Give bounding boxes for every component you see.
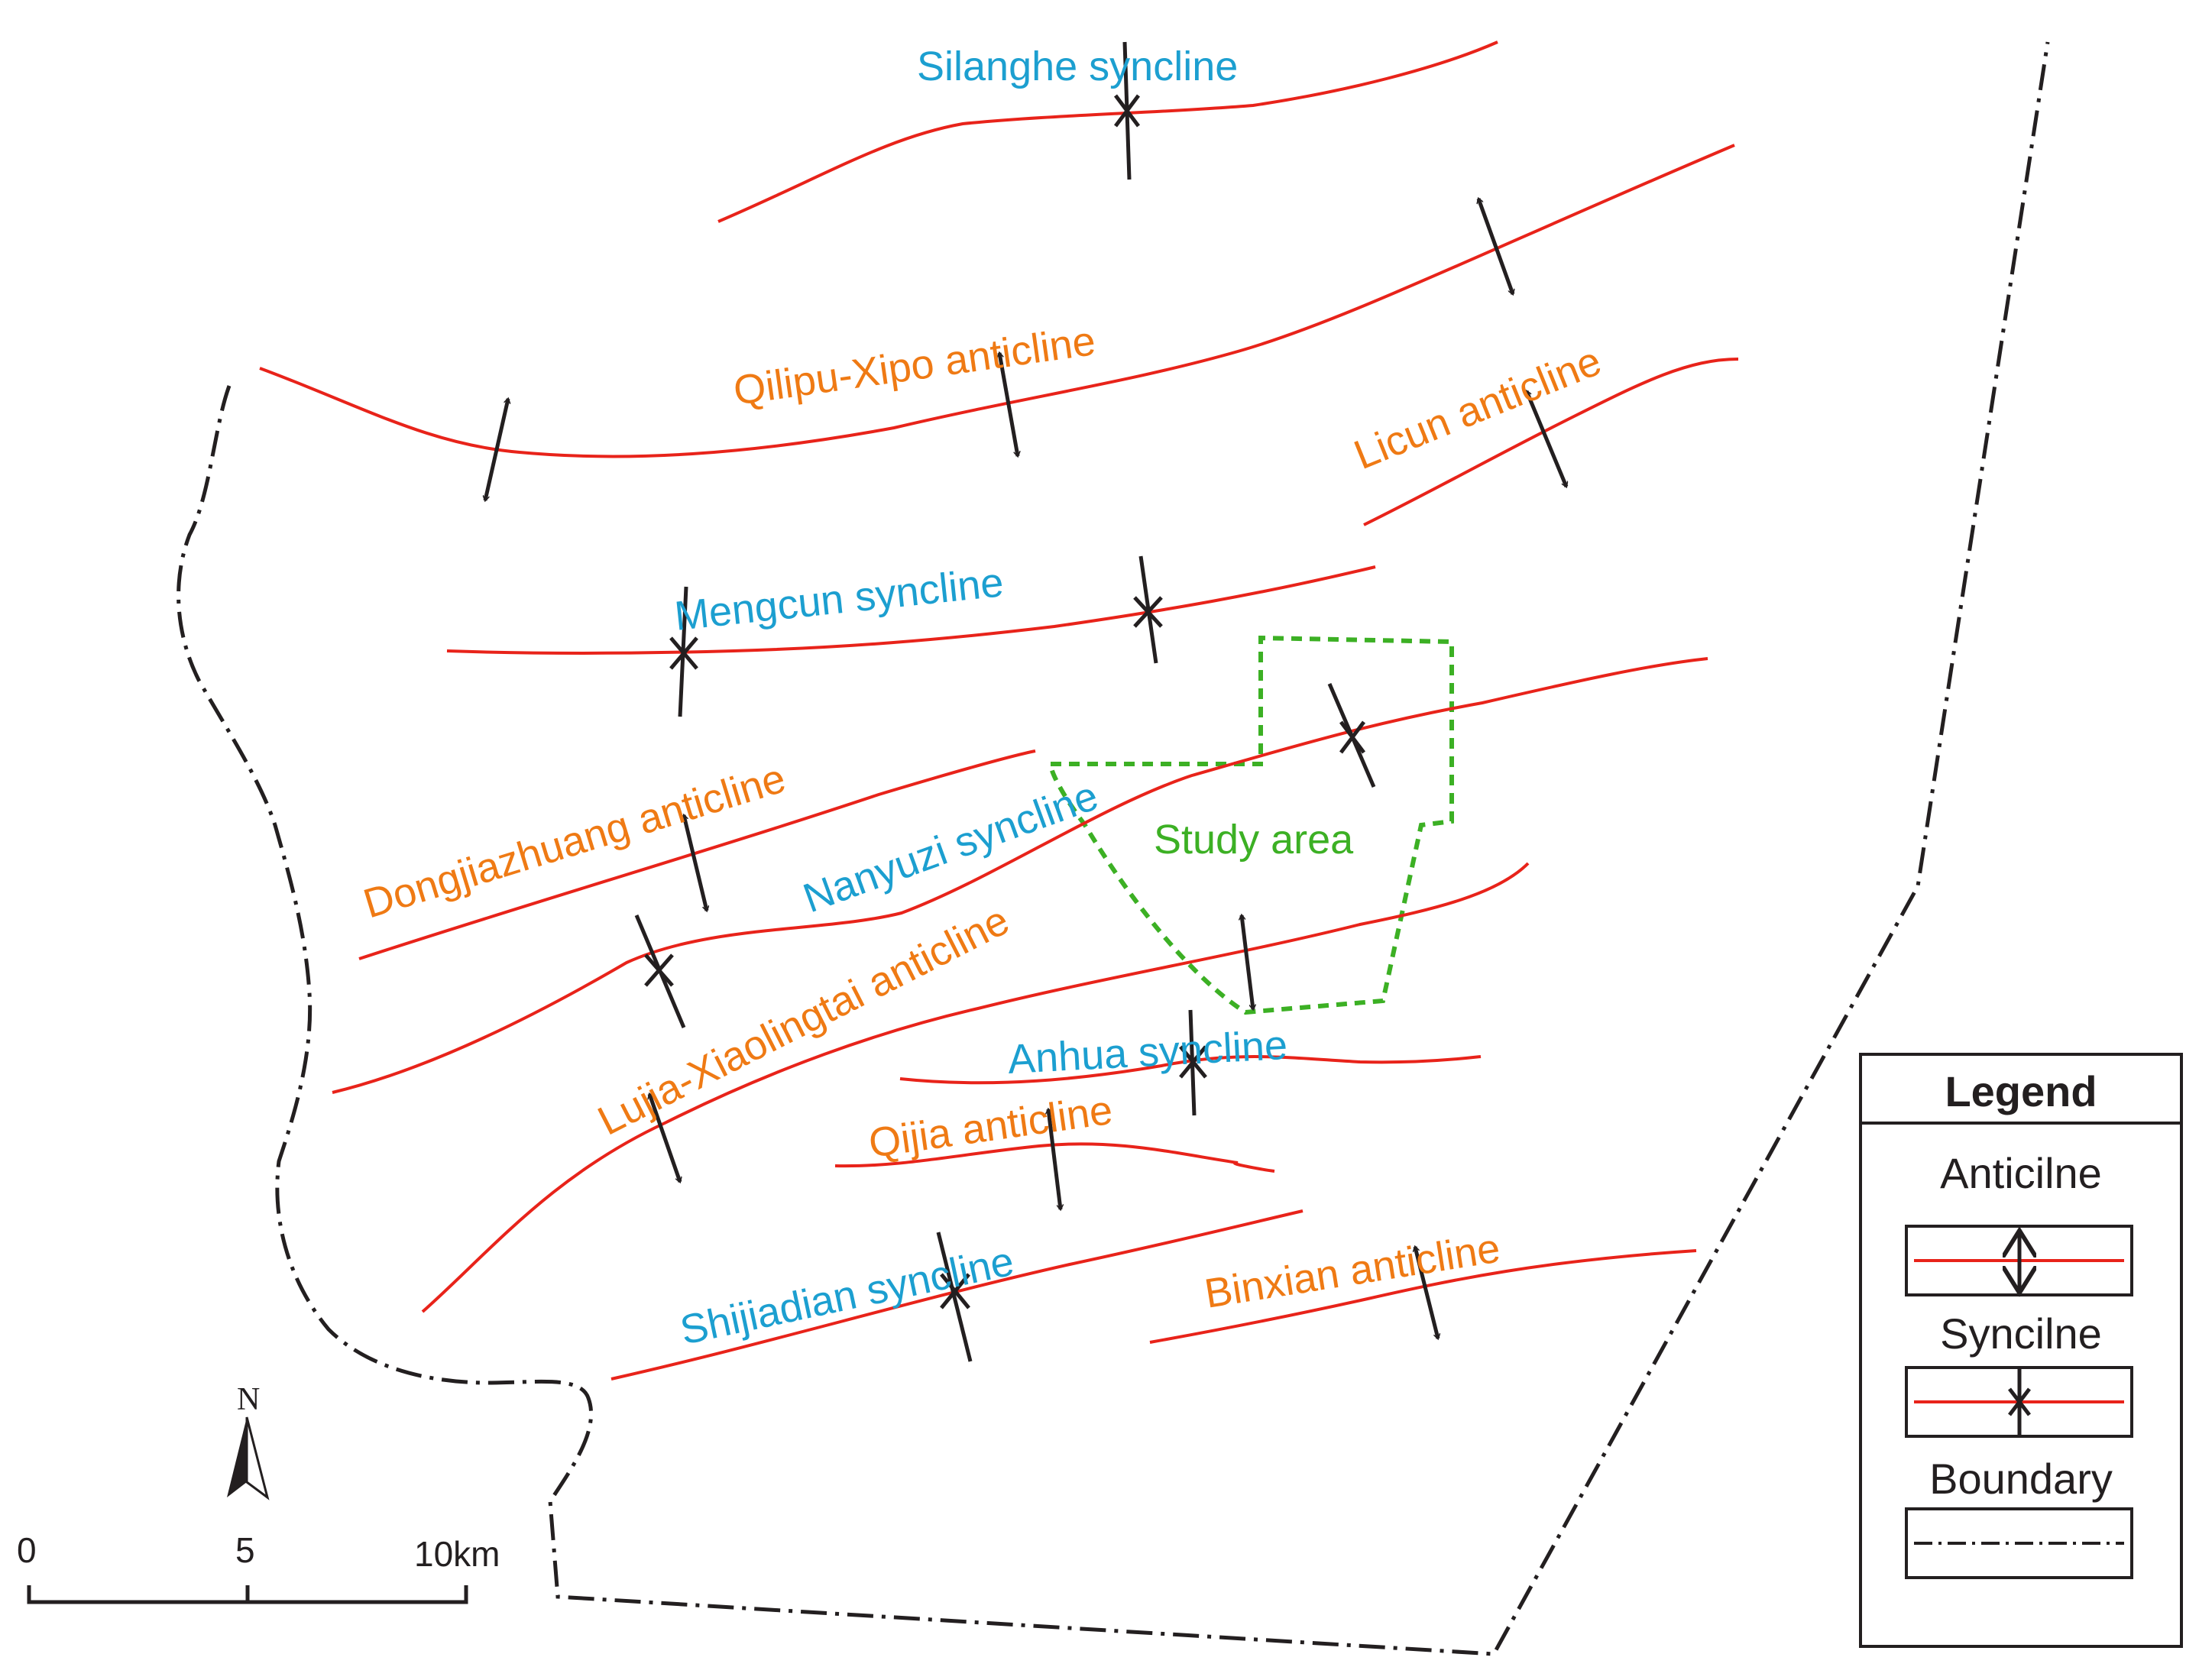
lujia-xiaolingtai-anticline-axis	[421, 862, 1530, 1313]
legend-boundary-label: Boundary	[1929, 1455, 2113, 1503]
scale-tick-0: 0	[17, 1530, 37, 1570]
study-area-outline	[1048, 635, 1454, 1015]
qijia-anticline-axis	[834, 1142, 1275, 1173]
syncline-symbol-icon	[1327, 683, 1376, 788]
anticline-arrow-icon	[1478, 199, 1513, 294]
label-shijiadian-syncline: Shijiadian syncline	[676, 1238, 1018, 1354]
scale-tick-5: 5	[235, 1530, 255, 1570]
anticline-arrow-icon	[485, 399, 508, 500]
legend-title: Legend	[1945, 1067, 2097, 1115]
label-mengcun-syncline: Mengcun syncline	[672, 559, 1006, 639]
shijiadian-syncline-axis	[610, 1209, 1304, 1381]
label-qijia-anticline: Qijia anticline	[866, 1087, 1115, 1167]
label-dongjiazhuang-anticline: Dongjiazhuang anticline	[358, 755, 791, 927]
north-arrow-icon: N	[227, 1382, 270, 1500]
syncline-symbol-icon	[936, 1232, 973, 1362]
anticline-arrow-icon	[684, 815, 707, 911]
label-nanyuzi-syncline: Nanyuzi syncline	[798, 772, 1104, 921]
label-anhua-syncline: Anhua syncline	[1006, 1022, 1288, 1083]
scale-bar: 0 5 10km	[17, 1530, 500, 1604]
licun-anticline-axis	[1363, 358, 1739, 526]
label-study-area: Study area	[1154, 817, 1354, 863]
anticline-symbols	[485, 199, 1566, 1338]
nanyuzi-syncline-axis	[332, 657, 1708, 1094]
syncline-symbols	[634, 41, 1376, 1362]
legend-boundary-swatch	[1905, 1507, 2133, 1579]
syncline-symbol-icon	[1133, 555, 1163, 664]
silanghe-syncline-axis	[717, 40, 1498, 223]
binxian-anticline-axis	[1149, 1249, 1697, 1344]
label-lujia-xiaolingtai-anticline: Lujia-Xiaolingtai anticline	[591, 897, 1016, 1144]
mengcun-syncline-axis	[446, 565, 1376, 655]
anhua-syncline-axis	[899, 1055, 1482, 1085]
anticline-arrow-icon	[649, 1094, 680, 1182]
syncline-symbol-icon	[1114, 41, 1140, 180]
label-qilipu-xipo-anticline: Qilipu-Xipo anticline	[730, 318, 1098, 414]
north-label: N	[237, 1382, 260, 1417]
legend-syncline-icon	[2008, 1368, 2031, 1436]
legend: Legend Anticilne Syncilne Boundary	[1859, 1053, 2183, 1648]
syncline-symbol-icon	[669, 586, 698, 717]
dongjiazhuang-anticline-axis	[358, 749, 1036, 960]
anticline-arrow-icon	[1415, 1247, 1438, 1338]
anticline-arrow-icon	[1048, 1109, 1061, 1209]
syncline-symbol-icon	[634, 914, 686, 1028]
legend-anticline-label: Anticilne	[1940, 1149, 2102, 1197]
label-silanghe-syncline: Silanghe syncline	[917, 44, 1238, 89]
legend-syncline-label: Syncilne	[1940, 1309, 2102, 1358]
scale-tick-10km: 10km	[414, 1534, 500, 1574]
anticline-arrow-icon	[1242, 915, 1253, 1009]
anticline-arrow-icon	[999, 353, 1018, 456]
qilipu-xipo-anticline-axis	[259, 144, 1735, 458]
syncline-symbol-icon	[1179, 1009, 1207, 1116]
label-licun-anticline: Licun anticline	[1348, 338, 1608, 478]
anticline-arrow-icon	[1527, 391, 1566, 487]
boundary-line	[177, 41, 2050, 1656]
